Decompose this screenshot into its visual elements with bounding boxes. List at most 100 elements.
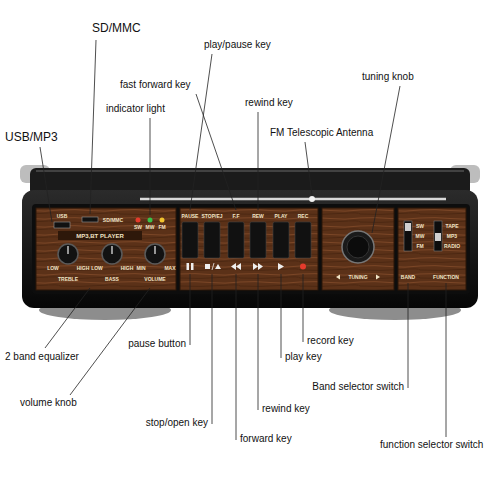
leader-line	[258, 274, 259, 410]
player-strip	[58, 231, 142, 240]
leader-line	[446, 283, 447, 437]
callout-label: pause button	[128, 339, 186, 349]
panel-marking: FM	[158, 225, 165, 230]
panel-marking: SD/MMC	[103, 217, 123, 222]
panel-marking: BAND	[401, 275, 415, 280]
leader-line	[408, 283, 409, 388]
callout-label: play/pause key	[204, 40, 271, 50]
leader-line	[40, 147, 52, 222]
leader-line	[150, 118, 151, 215]
faceplate	[32, 204, 470, 294]
panel-marking: STOP/EJ	[201, 214, 222, 219]
leader-line	[372, 86, 400, 233]
knob-mark	[154, 246, 155, 254]
cassette-key	[228, 222, 244, 258]
panel-marking: HIGH	[77, 266, 90, 271]
panel-marking: REC	[298, 214, 309, 219]
callout-label: stop/open key	[146, 418, 208, 428]
leader-line	[196, 94, 236, 210]
callout-label: forward key	[240, 434, 292, 444]
panel-marking: USB	[57, 214, 68, 219]
callout-label: tuning knob	[362, 72, 414, 82]
callout-label: rewind key	[262, 404, 310, 414]
callout-label: FM Telescopic Antenna	[270, 128, 373, 138]
callout-label: indicator light	[106, 104, 165, 114]
callout-label: 2 band equalizer	[5, 352, 79, 362]
cassette-key	[273, 222, 289, 258]
leader-line	[258, 112, 259, 210]
panel-marking: PLAY	[275, 214, 288, 219]
wood-panel	[180, 208, 318, 290]
panel-marking: BASS	[105, 277, 119, 282]
panel-marking: MP3,BT PLAYER	[76, 233, 123, 239]
panel-marking: HIGH	[121, 266, 134, 271]
treble-knob	[58, 244, 78, 264]
usb-slot	[54, 222, 70, 228]
panel-marking: VOLUME	[144, 277, 165, 282]
pause-symbol	[191, 263, 194, 270]
cassette-key	[295, 222, 311, 258]
tuning-knob-center	[347, 236, 369, 258]
tuning-arrow	[336, 275, 340, 280]
stop-symbol	[212, 263, 214, 270]
leader-line	[236, 274, 237, 440]
panel-marking: SW	[134, 225, 142, 230]
indicator-light	[148, 218, 153, 223]
wood-panel	[398, 208, 466, 290]
callout-label: SD/MMC	[92, 22, 141, 34]
bass-knob	[102, 244, 122, 264]
tuning-knob	[342, 231, 374, 263]
switch-slider	[405, 223, 411, 231]
panel-marking: SW	[416, 224, 424, 229]
top-highlight	[36, 171, 464, 172]
volume-knob	[145, 244, 165, 264]
callout-label: USB/MP3	[5, 131, 58, 143]
function-switch	[434, 221, 442, 251]
panel-marking: FUNCTION	[433, 275, 459, 280]
panel-marking: LOW	[91, 266, 103, 271]
cassette-key	[182, 222, 198, 258]
panel-marking: TAPE	[446, 224, 459, 229]
panel-marking: F.F	[233, 214, 240, 219]
panel-marking: MW	[146, 225, 155, 230]
panel-marking: MAX	[164, 266, 175, 271]
sd-slot	[82, 217, 98, 222]
panel-marking: TUNING	[348, 275, 367, 280]
callout-label: record key	[307, 336, 354, 346]
panel-marking: MIN	[136, 266, 145, 271]
switch-slider	[435, 233, 441, 241]
panel-marking: MW	[416, 234, 425, 239]
leader-line	[305, 142, 312, 195]
indicator-light	[136, 218, 141, 223]
panel-marking: REW	[252, 214, 264, 219]
band-switch	[404, 221, 412, 251]
panel-marking: PAUSE	[182, 214, 199, 219]
knob-mark	[111, 246, 112, 254]
record-symbol	[300, 264, 306, 270]
callout-label: function selector switch	[380, 440, 483, 450]
cassette-key	[250, 222, 266, 258]
stop-symbol	[205, 264, 210, 269]
callout-label: Band selector switch	[312, 382, 404, 392]
knob-mark	[67, 246, 68, 254]
tuning-arrow	[376, 275, 380, 280]
indicator-light	[160, 218, 165, 223]
callout-label: play key	[285, 352, 322, 362]
leader-line	[303, 274, 304, 342]
leader-lines	[40, 40, 446, 440]
antenna-knob	[309, 196, 315, 202]
antenna	[140, 198, 446, 201]
play-symbol	[278, 263, 284, 270]
leader-line	[212, 274, 213, 424]
panel-marking: FM	[416, 244, 423, 249]
leader-line	[45, 288, 90, 348]
leader-line	[281, 274, 282, 358]
panel-marking: TREBLE	[58, 277, 78, 282]
callout-label: fast forward key	[120, 80, 191, 90]
panel-marking: RADIO	[444, 244, 460, 249]
panel-marking: LOW	[47, 266, 59, 271]
callout-label: rewind key	[245, 98, 293, 108]
rewind-symbol	[231, 263, 241, 270]
pause-symbol	[187, 263, 190, 270]
